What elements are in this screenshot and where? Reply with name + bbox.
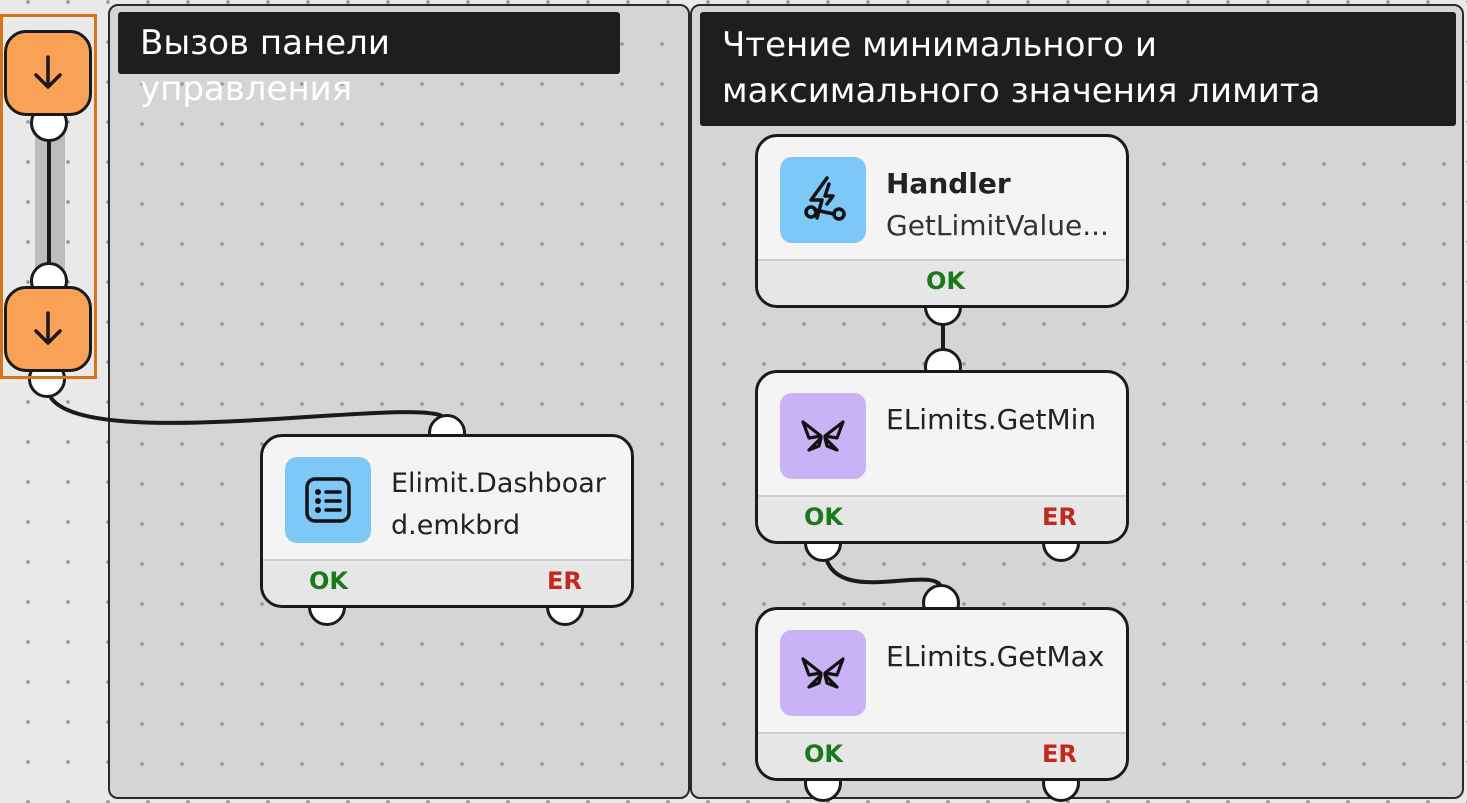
node-handler-title: Handler xyxy=(886,167,1011,200)
er-label: ER xyxy=(1042,503,1077,531)
node-getmax-label: ELimits.GetMax xyxy=(886,640,1105,673)
arrow-down-icon xyxy=(34,55,62,89)
group-title-dashboard[interactable]: Вызов панели управления xyxy=(118,12,620,109)
handler-bolt-icon xyxy=(780,157,866,243)
entry-arrow-bottom[interactable] xyxy=(4,286,92,372)
ok-label: OK xyxy=(804,503,843,531)
selection-box xyxy=(0,14,97,379)
ok-label: OK xyxy=(926,267,965,295)
node-getmax[interactable]: ELimits.GetMax OK ER xyxy=(755,607,1129,781)
node-dashboard[interactable]: Elimit.Dashboard.emkbrd OK ER xyxy=(260,434,634,608)
node-getmin-label: ELimits.GetMin xyxy=(886,403,1097,436)
node-handler[interactable]: Handler GetLimitValue... OK xyxy=(755,134,1129,308)
butterfly-icon xyxy=(780,393,866,479)
node-handler-subtitle: GetLimitValue... xyxy=(886,209,1109,242)
node-getmin[interactable]: ELimits.GetMin OK ER xyxy=(755,370,1129,544)
group-title-limits[interactable]: Чтение минимального и максимального знач… xyxy=(700,12,1456,126)
group-dashboard[interactable]: Вызов панели управления xyxy=(108,4,690,799)
ok-label: OK xyxy=(804,740,843,768)
node-dashboard-label: Elimit.Dashboard.emkbrd xyxy=(391,468,606,541)
butterfly-icon xyxy=(780,630,866,716)
ok-label: OK xyxy=(309,567,348,595)
er-label: ER xyxy=(1042,740,1077,768)
arrow-down-icon xyxy=(34,311,62,345)
entry-arrow-top[interactable] xyxy=(4,30,92,116)
list-icon xyxy=(285,457,371,543)
er-label: ER xyxy=(547,567,582,595)
